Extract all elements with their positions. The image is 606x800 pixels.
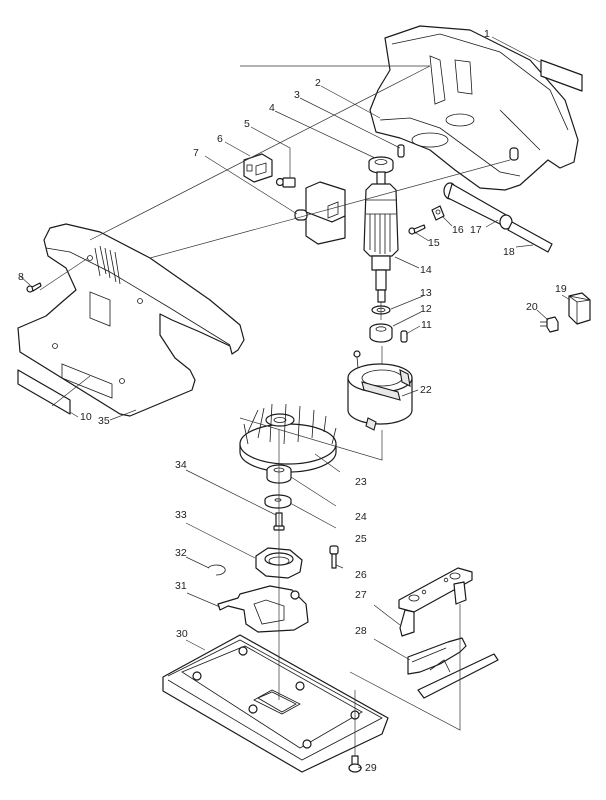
carbon-brush-5	[275, 177, 296, 188]
cord-18	[507, 221, 553, 253]
callout-8: 8	[18, 271, 24, 283]
clamp-holder-27	[398, 567, 473, 637]
callout-4: 4	[269, 102, 275, 114]
callout-29: 29	[365, 762, 377, 774]
callout-18: 18	[503, 246, 515, 258]
base-plate-31	[217, 585, 309, 633]
housing-left	[17, 223, 245, 417]
callout-16: 16	[452, 224, 464, 236]
pad-30	[162, 634, 389, 773]
callout-22: 22	[420, 384, 432, 396]
callout-15: 15	[428, 237, 440, 249]
callout-32: 32	[175, 547, 187, 559]
armature-14	[363, 171, 399, 303]
callout-35: 35	[98, 415, 110, 427]
callout-2: 2	[315, 77, 321, 89]
callout-3: 3	[294, 89, 300, 101]
bearing-4	[368, 156, 394, 174]
callout-17: 17	[470, 224, 482, 236]
callout-25: 25	[355, 533, 367, 545]
pin-11	[400, 330, 408, 343]
callout-13: 13	[420, 287, 432, 299]
callout-28: 28	[355, 625, 367, 637]
bearing-12	[369, 323, 393, 343]
screw-29	[348, 755, 362, 773]
screw-8	[26, 282, 42, 293]
callouts: 1 2 3 4 5 6 7 8 10 11 12 13 14 15 16 17 …	[18, 28, 567, 774]
callout-26: 26	[355, 569, 367, 581]
capacitor-20	[540, 316, 559, 333]
label-plate-1	[540, 59, 583, 92]
name-plate-10	[17, 369, 71, 415]
strain-relief-16	[431, 205, 445, 221]
hex-bolt-26	[329, 545, 339, 569]
fan-23	[239, 403, 337, 473]
cord-guard-17	[443, 182, 513, 230]
paper-clamp-28	[407, 637, 499, 699]
callout-30: 30	[176, 628, 188, 640]
pin-3	[397, 144, 405, 158]
callout-19: 19	[555, 283, 567, 295]
callout-7: 7	[193, 147, 199, 159]
callout-6: 6	[217, 133, 223, 145]
screw-15	[408, 224, 426, 235]
field-22	[347, 350, 413, 431]
callout-14: 14	[420, 264, 432, 276]
callout-33: 33	[175, 509, 187, 521]
callout-5: 5	[244, 118, 250, 130]
callout-1: 1	[484, 28, 490, 40]
brush-holder-6	[243, 153, 273, 183]
leader-lines	[19, 36, 571, 769]
callout-10: 10	[80, 411, 92, 423]
housing-right	[369, 25, 579, 191]
balancer-25	[264, 494, 292, 509]
callout-31: 31	[175, 580, 187, 592]
retaining-ring-32	[207, 564, 226, 576]
callout-23: 23	[355, 476, 367, 488]
callout-20: 20	[526, 301, 538, 313]
callout-24: 24	[355, 511, 367, 523]
callout-12: 12	[420, 303, 432, 315]
callout-27: 27	[355, 589, 367, 601]
callout-34: 34	[175, 459, 187, 471]
callout-11: 11	[421, 319, 432, 331]
switch-7	[294, 181, 346, 245]
noise-suppressor-19	[568, 292, 591, 325]
